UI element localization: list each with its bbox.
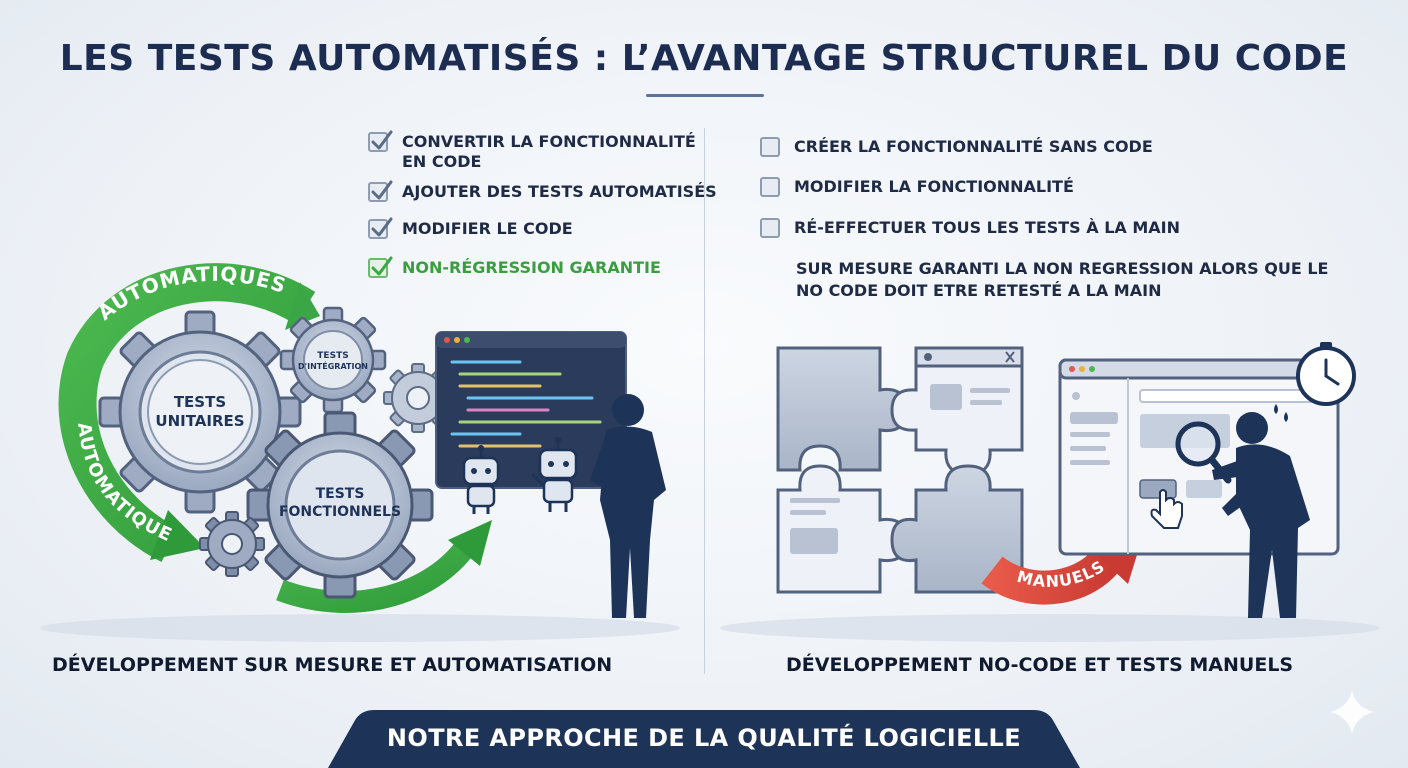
gear-icon	[279, 306, 387, 414]
gear-label-functional-2: FONCTIONNELS	[279, 504, 401, 520]
check-label: CONVERTIR LA FONCTIONNALITÉ	[402, 132, 696, 151]
gear-label-integration-1: TESTS	[317, 351, 348, 361]
arrow-label-manual: MANUELS	[1015, 556, 1107, 591]
robot-icon	[462, 445, 500, 514]
empty-checkbox[interactable]	[760, 218, 780, 238]
center-divider	[704, 128, 705, 674]
left-check-item[interactable]: AJOUTER DES TESTS AUTOMATISÉS	[368, 180, 717, 202]
check-label-cont: EN CODE	[402, 152, 482, 171]
checked-checkbox-green[interactable]	[368, 256, 393, 278]
puzzle-piece-icon	[890, 346, 1024, 476]
check-icon	[371, 217, 393, 237]
check-label: RÉ-EFFECTUER TOUS LES TESTS À LA MAIN	[794, 218, 1181, 237]
svg-text:AUTOMATIQUES: AUTOMATIQUES	[0, 0, 176, 546]
gear-label-functional-1: TESTS	[316, 486, 365, 502]
sweat-drop-icon	[1274, 404, 1288, 422]
gear-icon	[98, 310, 302, 514]
empty-checkbox[interactable]	[760, 137, 780, 157]
check-label: MODIFIER LA FONCTIONNALITÉ	[794, 177, 1074, 196]
check-label-guarantee: NON-RÉGRESSION GARANTIE	[402, 258, 661, 277]
svg-text:MANUELS: MANUELS	[1015, 556, 1108, 591]
hand-cursor-icon	[1150, 489, 1183, 529]
main-title: LES TESTS AUTOMATISÉS : L’AVANTAGE STRUC…	[59, 38, 1349, 79]
svg-text:AUTOMATIQUES: AUTOMATIQUES	[93, 262, 290, 325]
right-check-item[interactable]: RÉ-EFFECTUER TOUS LES TESTS À LA MAIN	[760, 218, 1180, 238]
sparkle-icon	[1330, 690, 1374, 734]
checked-checkbox[interactable]	[368, 217, 393, 239]
empty-checkbox[interactable]	[760, 177, 780, 197]
check-icon	[371, 130, 393, 150]
banner-shape	[328, 710, 1080, 768]
checked-checkbox[interactable]	[368, 130, 393, 152]
gear-label-unit-1: TESTS	[174, 393, 226, 411]
checked-checkbox[interactable]	[368, 180, 393, 202]
arrow-label-automatic-left: AUTOMATIQUES	[0, 0, 175, 546]
arrow-label-automatic-top: AUTOMATIQUES	[93, 262, 289, 325]
left-caption: DÉVELOPPEMENT SUR MESURE ET AUTOMATISATI…	[52, 654, 613, 676]
bottom-banner: NOTRE APPROCHE DE LA QUALITÉ LOGICIELLE	[386, 724, 1022, 752]
clock-icon	[1296, 342, 1356, 406]
person-silhouette	[590, 394, 666, 618]
right-check-item[interactable]: CRÉER LA FONCTIONNALITÉ SANS CODE	[760, 137, 1153, 157]
check-label: AJOUTER DES TESTS AUTOMATISÉS	[402, 182, 717, 201]
right-check-item[interactable]: MODIFIER LA FONCTIONNALITÉ	[760, 177, 1074, 197]
left-check-item[interactable]: MODIFIER LE CODE	[368, 217, 573, 239]
small-gear-icon	[199, 511, 265, 577]
comparison-note: SUR MESURE GARANTI LA NON REGRESSION ALO…	[796, 259, 1329, 300]
check-icon	[371, 256, 393, 276]
puzzle-piece-icon	[776, 464, 908, 594]
title-underline	[646, 94, 764, 97]
check-icon	[371, 180, 393, 200]
gear-label-unit-2: UNITAIRES	[155, 412, 244, 430]
right-caption: DÉVELOPPEMENT NO-CODE ET TESTS MANUELS	[786, 654, 1294, 676]
check-label: CRÉER LA FONCTIONNALITÉ SANS CODE	[794, 137, 1153, 156]
check-label: MODIFIER LE CODE	[402, 219, 573, 238]
robot-icon	[530, 437, 578, 512]
gear-label-integration-2: D'INTÉGRATION	[298, 360, 368, 371]
left-check-item[interactable]: NON-RÉGRESSION GARANTIE	[368, 256, 661, 278]
person-silhouette	[1212, 412, 1310, 618]
gear-icon	[246, 411, 434, 599]
